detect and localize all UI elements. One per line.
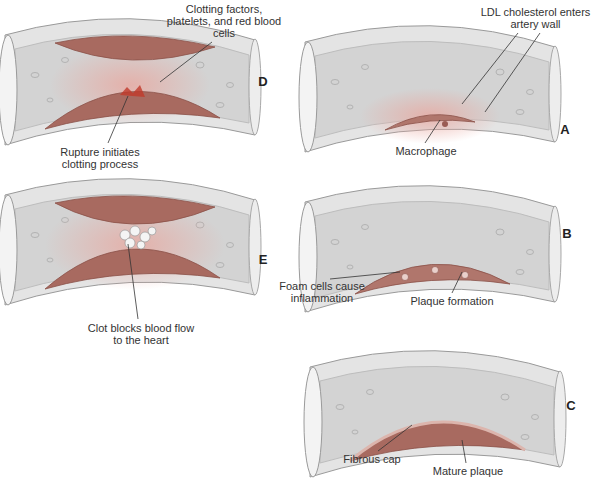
callout-label: LDL cholesterol enters artery wall [478,6,593,30]
panel-letter: C [564,400,578,412]
leader-lines [108,33,540,463]
panel-letter: A [558,124,572,136]
panel-letter: B [560,228,574,240]
panel-letter: E [256,254,270,266]
callout-label: Fibrous cap [332,453,412,465]
callout-label: Clotting factors, platelets, and red blo… [166,3,282,39]
panel-letter: D [256,76,270,88]
callout-label: Foam cells cause inflammation [268,280,376,304]
callout-label: Clot blocks blood flow to the heart [86,322,196,346]
callout-label: Mature plaque [422,465,514,477]
callout-label: Macrophage [386,145,466,157]
callout-label: Rupture initiates clotting process [48,146,152,170]
callout-label: Plaque formation [402,295,502,307]
